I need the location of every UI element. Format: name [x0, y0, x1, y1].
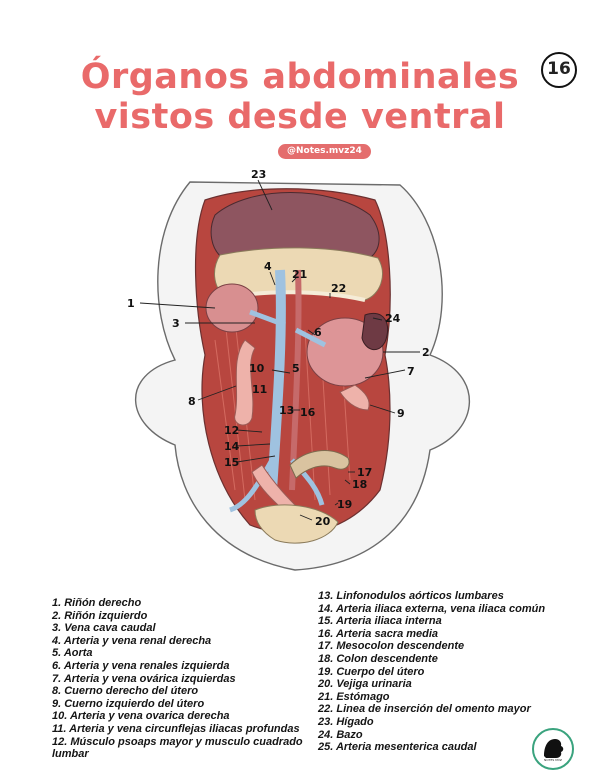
legend-item: 24. Bazo — [318, 728, 363, 741]
renal-vessels — [249, 309, 327, 348]
label-10: 10 — [249, 362, 265, 375]
label-19: 19 — [337, 498, 352, 511]
label-17: 17 — [357, 466, 372, 479]
legend-item: 6. Arteria y vena renales izquierda — [52, 659, 230, 672]
legend-item: 18. Colon descendente — [318, 652, 438, 665]
logo-text: NOTES MVZ — [544, 758, 562, 762]
legend-item: 25. Arteria mesenterica caudal — [318, 741, 477, 754]
label-4: 4 — [264, 260, 272, 273]
label-7: 7 — [407, 365, 415, 378]
legend-item: 17. Mesocolon descendente — [318, 640, 465, 653]
legend-item: 2. Riñón izquierdo — [52, 609, 148, 622]
legend-left-column: 1. Riñón derecho 2. Riñón izquierdo 3. V… — [52, 597, 312, 761]
logo-silhouette-icon — [544, 739, 564, 758]
label-24: 24 — [385, 312, 401, 325]
label-5: 5 — [292, 362, 300, 375]
abdominal-organs-illustration: 1 2 3 4 5 6 7 8 9 10 11 12 13 14 15 16 1… — [127, 168, 470, 571]
page-title-line-2: vistos desde ventral — [94, 97, 506, 137]
legend-right-column: 13. Linfonodulos aórticos lumbares 14. A… — [318, 590, 573, 754]
legend-item: 12. Músculo psoaps mayor y musculo cuadr… — [52, 735, 303, 761]
legend-item: 19. Cuerpo del útero — [318, 665, 425, 678]
label-2: 2 — [422, 346, 430, 359]
label-20: 20 — [315, 515, 331, 528]
legend-item: 21. Estómago — [318, 690, 390, 703]
urinary-bladder — [254, 504, 339, 544]
legend-item: 23. Hígado — [318, 715, 374, 728]
aorta — [289, 269, 302, 491]
author-handle-badge: @Notes.mvz24 — [278, 144, 371, 159]
legend-item: 7. Arteria y vena ovárica izquierdas — [52, 672, 236, 685]
legend-item: 8. Cuerno derecho del útero — [52, 685, 199, 698]
legend-item: 10. Arteria y vena ovarica derecha — [52, 710, 230, 723]
left-uterine-horn — [339, 384, 370, 411]
label-8: 8 — [188, 395, 196, 408]
label-12: 12 — [224, 424, 239, 437]
leader-lines — [139, 179, 420, 521]
label-23: 23 — [251, 168, 266, 181]
label-14: 14 — [224, 440, 240, 453]
legend-item: 22. Linea de inserción del omento mayor — [318, 703, 531, 716]
label-21: 21 — [292, 268, 307, 281]
legend-item: 3. Vena cava caudal — [52, 622, 156, 635]
label-16: 16 — [300, 406, 316, 419]
legend-item: 16. Arteria sacra media — [318, 627, 439, 640]
legend-item: 1. Riñón derecho — [52, 597, 142, 609]
descending-colon — [289, 450, 350, 479]
legend-item: 11. Arteria y vena circunflejas iliacas … — [52, 722, 300, 735]
label-3: 3 — [172, 317, 180, 330]
label-6: 6 — [314, 326, 322, 339]
right-uterine-horn — [234, 339, 256, 426]
notes-mvz-logo: NOTES MVZ — [532, 728, 574, 770]
legend-item: 5. Aorta — [52, 647, 93, 660]
vena-cava — [267, 269, 286, 491]
page-title-line-1: Órganos abdominales — [80, 57, 520, 97]
label-18: 18 — [352, 478, 367, 491]
right-kidney — [205, 283, 259, 333]
legend-item: 14. Arteria iliaca externa, vena iliaca … — [318, 602, 546, 615]
label-11: 11 — [252, 383, 267, 396]
label-22: 22 — [331, 282, 346, 295]
label-1: 1 — [127, 297, 135, 310]
label-9: 9 — [397, 407, 405, 420]
label-15: 15 — [224, 456, 239, 469]
legend-item: 4. Arteria y vena renal derecha — [52, 634, 212, 647]
page-number-badge: 16 — [541, 52, 577, 88]
legend-item: 15. Arteria iliaca interna — [318, 615, 442, 628]
legend-item: 20. Vejiga urinaria — [318, 678, 412, 691]
label-13: 13 — [279, 404, 294, 417]
spleen — [361, 312, 389, 351]
legend-item: 9. Cuerno izquierdo del útero — [52, 697, 205, 710]
legend-item: 13. Linfonodulos aórticos lumbares — [318, 590, 504, 602]
